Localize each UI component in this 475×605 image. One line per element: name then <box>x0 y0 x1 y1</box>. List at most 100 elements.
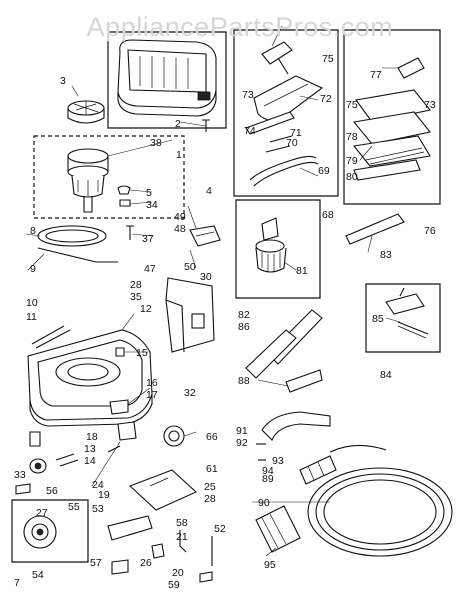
label-5: 5 <box>146 187 152 199</box>
wand-tubes <box>245 309 323 379</box>
label-73b: 73 <box>424 99 436 111</box>
part-15 <box>115 347 125 357</box>
strip-part-69 <box>249 155 317 181</box>
upholstery-group-box <box>343 29 441 205</box>
pedal-part-53 <box>107 515 153 541</box>
label-11: 11 <box>26 311 37 323</box>
pin-part-71 <box>269 135 293 143</box>
label-14: 14 <box>84 455 96 467</box>
label-53: 53 <box>92 503 104 515</box>
label-34: 34 <box>146 199 158 211</box>
label-49: 49 <box>174 211 186 223</box>
label-52: 52 <box>214 523 226 535</box>
bracket-part-5 <box>117 185 131 195</box>
gasket-ring <box>37 225 107 247</box>
label-86: 86 <box>238 321 250 333</box>
label-78: 78 <box>346 131 358 143</box>
label-66: 66 <box>206 431 218 443</box>
label-79: 79 <box>346 155 358 167</box>
label-61: 61 <box>206 463 218 475</box>
label-95: 95 <box>264 559 276 571</box>
bracket-part-18 <box>117 421 137 441</box>
hose-cuff-95 <box>255 505 301 553</box>
label-69: 69 <box>318 165 330 177</box>
hose-cuff-89 <box>299 455 337 485</box>
label-82: 82 <box>238 309 250 321</box>
label-25: 25 <box>204 481 216 493</box>
label-8: 8 <box>30 225 36 237</box>
label-18: 18 <box>86 431 98 443</box>
label-24: 24 <box>92 479 104 491</box>
label-13: 13 <box>84 443 96 455</box>
brush-strip-80 <box>353 159 421 181</box>
hose-coil <box>307 444 453 557</box>
plug-part-56 <box>15 483 31 495</box>
brush-strip-74 <box>245 111 295 135</box>
label-84: 84 <box>380 369 392 381</box>
label-12: 12 <box>140 303 152 315</box>
pin-part-10 <box>31 325 65 345</box>
swivel-neck <box>261 41 293 75</box>
watermark: AppliancePartsPros.com <box>86 12 394 42</box>
part-number-labels: 1 2 3 4 5 7 8 9 10 11 12 13 14 15 16 17 … <box>14 53 436 591</box>
latch-part-49 <box>189 225 221 247</box>
small-nozzle-box <box>365 283 441 353</box>
leader-lines <box>25 25 401 557</box>
label-59: 59 <box>168 579 180 591</box>
wire-part-9 <box>37 247 118 263</box>
label-19: 19 <box>98 489 110 501</box>
crevice-adapter <box>397 57 425 79</box>
pin-part-11 <box>35 329 71 349</box>
cover-group-box <box>107 31 227 129</box>
label-71: 71 <box>290 127 302 139</box>
label-26: 26 <box>140 557 152 569</box>
label-21: 21 <box>176 531 188 543</box>
label-50: 50 <box>184 261 196 273</box>
label-94: 94 <box>262 465 274 477</box>
label-10: 10 <box>26 297 38 309</box>
spring-part-58 <box>179 530 187 553</box>
label-75a: 75 <box>322 53 334 65</box>
nozzle-group-box <box>233 29 339 197</box>
label-85: 85 <box>372 313 384 325</box>
screw-part-37 <box>126 225 134 240</box>
label-47: 47 <box>144 263 156 275</box>
label-28b: 28 <box>204 493 216 505</box>
cam-part-26 <box>151 543 165 559</box>
wheel-part-27 <box>23 515 57 549</box>
pin-part-70 <box>265 145 291 153</box>
upholstery-nozzle <box>352 89 431 167</box>
label-75b: 75 <box>346 99 358 111</box>
label-3: 3 <box>60 75 66 87</box>
label-89: 89 <box>262 473 274 485</box>
hose-handle <box>261 411 331 441</box>
label-70: 70 <box>286 137 298 149</box>
label-15: 15 <box>136 347 148 359</box>
label-74: 74 <box>244 125 256 137</box>
label-17: 17 <box>146 389 158 401</box>
label-33: 33 <box>14 469 26 481</box>
top-cover-housing <box>117 39 217 117</box>
latch-part-50 <box>195 231 215 237</box>
part-16-17 <box>109 399 129 415</box>
brush-strip-85 <box>397 321 429 335</box>
label-20: 20 <box>172 567 184 579</box>
pin-part-13 <box>55 453 75 461</box>
label-48: 48 <box>174 223 186 235</box>
wheel-part-33 <box>29 458 47 474</box>
foot-part-57 <box>111 559 129 575</box>
clip-part-88 <box>285 369 323 393</box>
label-81: 81 <box>296 265 308 277</box>
label-91: 91 <box>236 425 248 437</box>
label-90: 90 <box>258 497 270 509</box>
label-68: 68 <box>322 209 334 221</box>
attachments-box <box>235 199 321 299</box>
label-30: 30 <box>200 271 212 283</box>
dusting-brush <box>255 217 287 273</box>
label-56: 56 <box>46 485 58 497</box>
pin-part-14 <box>59 459 79 467</box>
label-88: 88 <box>238 375 250 387</box>
label-77: 77 <box>370 69 382 81</box>
